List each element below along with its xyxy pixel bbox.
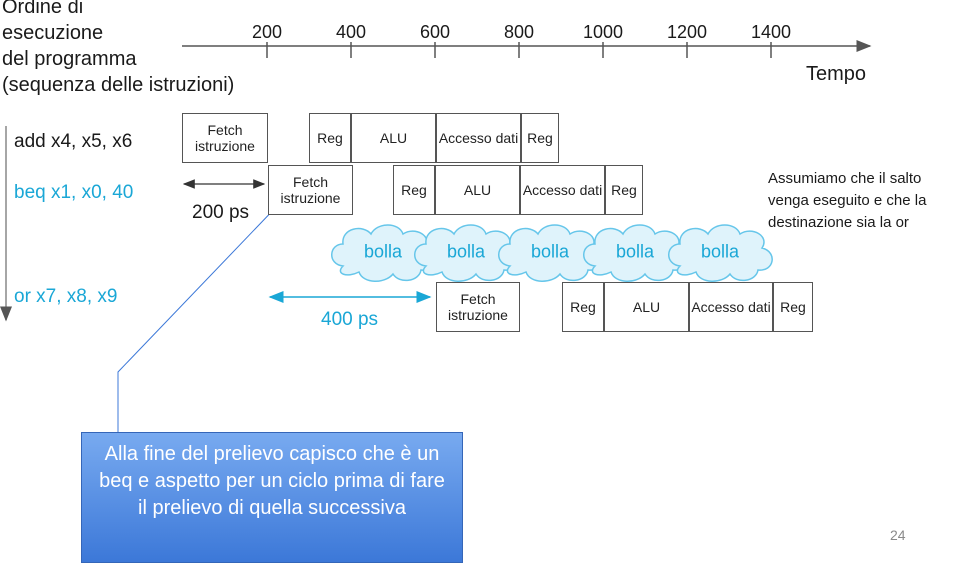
bubble-cloud bbox=[668, 224, 773, 282]
order-label-line: del programma bbox=[2, 48, 137, 70]
bubble-label: bolla bbox=[446, 241, 486, 262]
stage-reg: Reg bbox=[393, 165, 435, 215]
interval-200-label: 200 ps bbox=[192, 202, 250, 223]
stage-reg: Reg bbox=[605, 165, 643, 215]
stage-alu: ALU bbox=[351, 113, 436, 163]
tick-label: 200 bbox=[251, 22, 283, 42]
stage-fetch: Fetch istruzione bbox=[182, 113, 268, 163]
interval-400-label: 400 ps bbox=[321, 309, 379, 330]
tick-label: 1200 bbox=[666, 22, 708, 42]
execution-order-label: Ordine di esecuzione del programma (sequ… bbox=[2, 0, 234, 98]
stage-reg: Reg bbox=[562, 282, 604, 332]
tick-label: 600 bbox=[419, 22, 451, 42]
tick-label: 400 bbox=[335, 22, 367, 42]
stage-fetch: Fetch istruzione bbox=[436, 282, 520, 332]
time-axis-label: Tempo bbox=[806, 63, 867, 85]
bubble-label: bolla bbox=[700, 241, 740, 262]
bubble-label: bolla bbox=[615, 241, 655, 262]
callout-pointer bbox=[117, 202, 281, 432]
note-line: Assumiamo che il salto bbox=[768, 170, 922, 187]
instruction-or: or x7, x8, x9 bbox=[14, 286, 118, 307]
order-label-line: (sequenza delle istruzioni) bbox=[2, 74, 235, 96]
bubble-label: bolla bbox=[363, 241, 403, 262]
instruction-add: add x4, x5, x6 bbox=[14, 131, 133, 152]
stage-alu: ALU bbox=[604, 282, 689, 332]
stage-reg: Reg bbox=[309, 113, 351, 163]
stage-mem: Accesso dati bbox=[436, 113, 521, 163]
stage-mem: Accesso dati bbox=[520, 165, 605, 215]
stage-alu: ALU bbox=[435, 165, 520, 215]
page-number: 24 bbox=[890, 527, 906, 543]
tick-label: 1000 bbox=[582, 22, 624, 42]
stage-mem: Accesso dati bbox=[689, 282, 773, 332]
note-line: venga eseguito e che la bbox=[768, 192, 927, 209]
stage-reg: Reg bbox=[521, 113, 559, 163]
explanation-callout: Alla fine del prelievo capisco che è un … bbox=[81, 432, 463, 563]
instruction-beq: beq x1, x0, 40 bbox=[14, 182, 134, 203]
stage-reg: Reg bbox=[773, 282, 813, 332]
tick-label: 1400 bbox=[750, 22, 792, 42]
tick-label: 800 bbox=[503, 22, 535, 42]
bubble-label: bolla bbox=[530, 241, 570, 262]
stage-fetch: Fetch istruzione bbox=[268, 165, 353, 215]
assumption-note: Assumiamo che il salto venga eseguito e … bbox=[768, 168, 926, 234]
order-label-line: Ordine di bbox=[2, 0, 84, 18]
time-axis-ticks bbox=[266, 42, 772, 58]
order-label-line: esecuzione bbox=[2, 22, 104, 44]
note-line: destinazione sia la or bbox=[768, 214, 909, 231]
bubble-clouds bbox=[331, 224, 773, 282]
